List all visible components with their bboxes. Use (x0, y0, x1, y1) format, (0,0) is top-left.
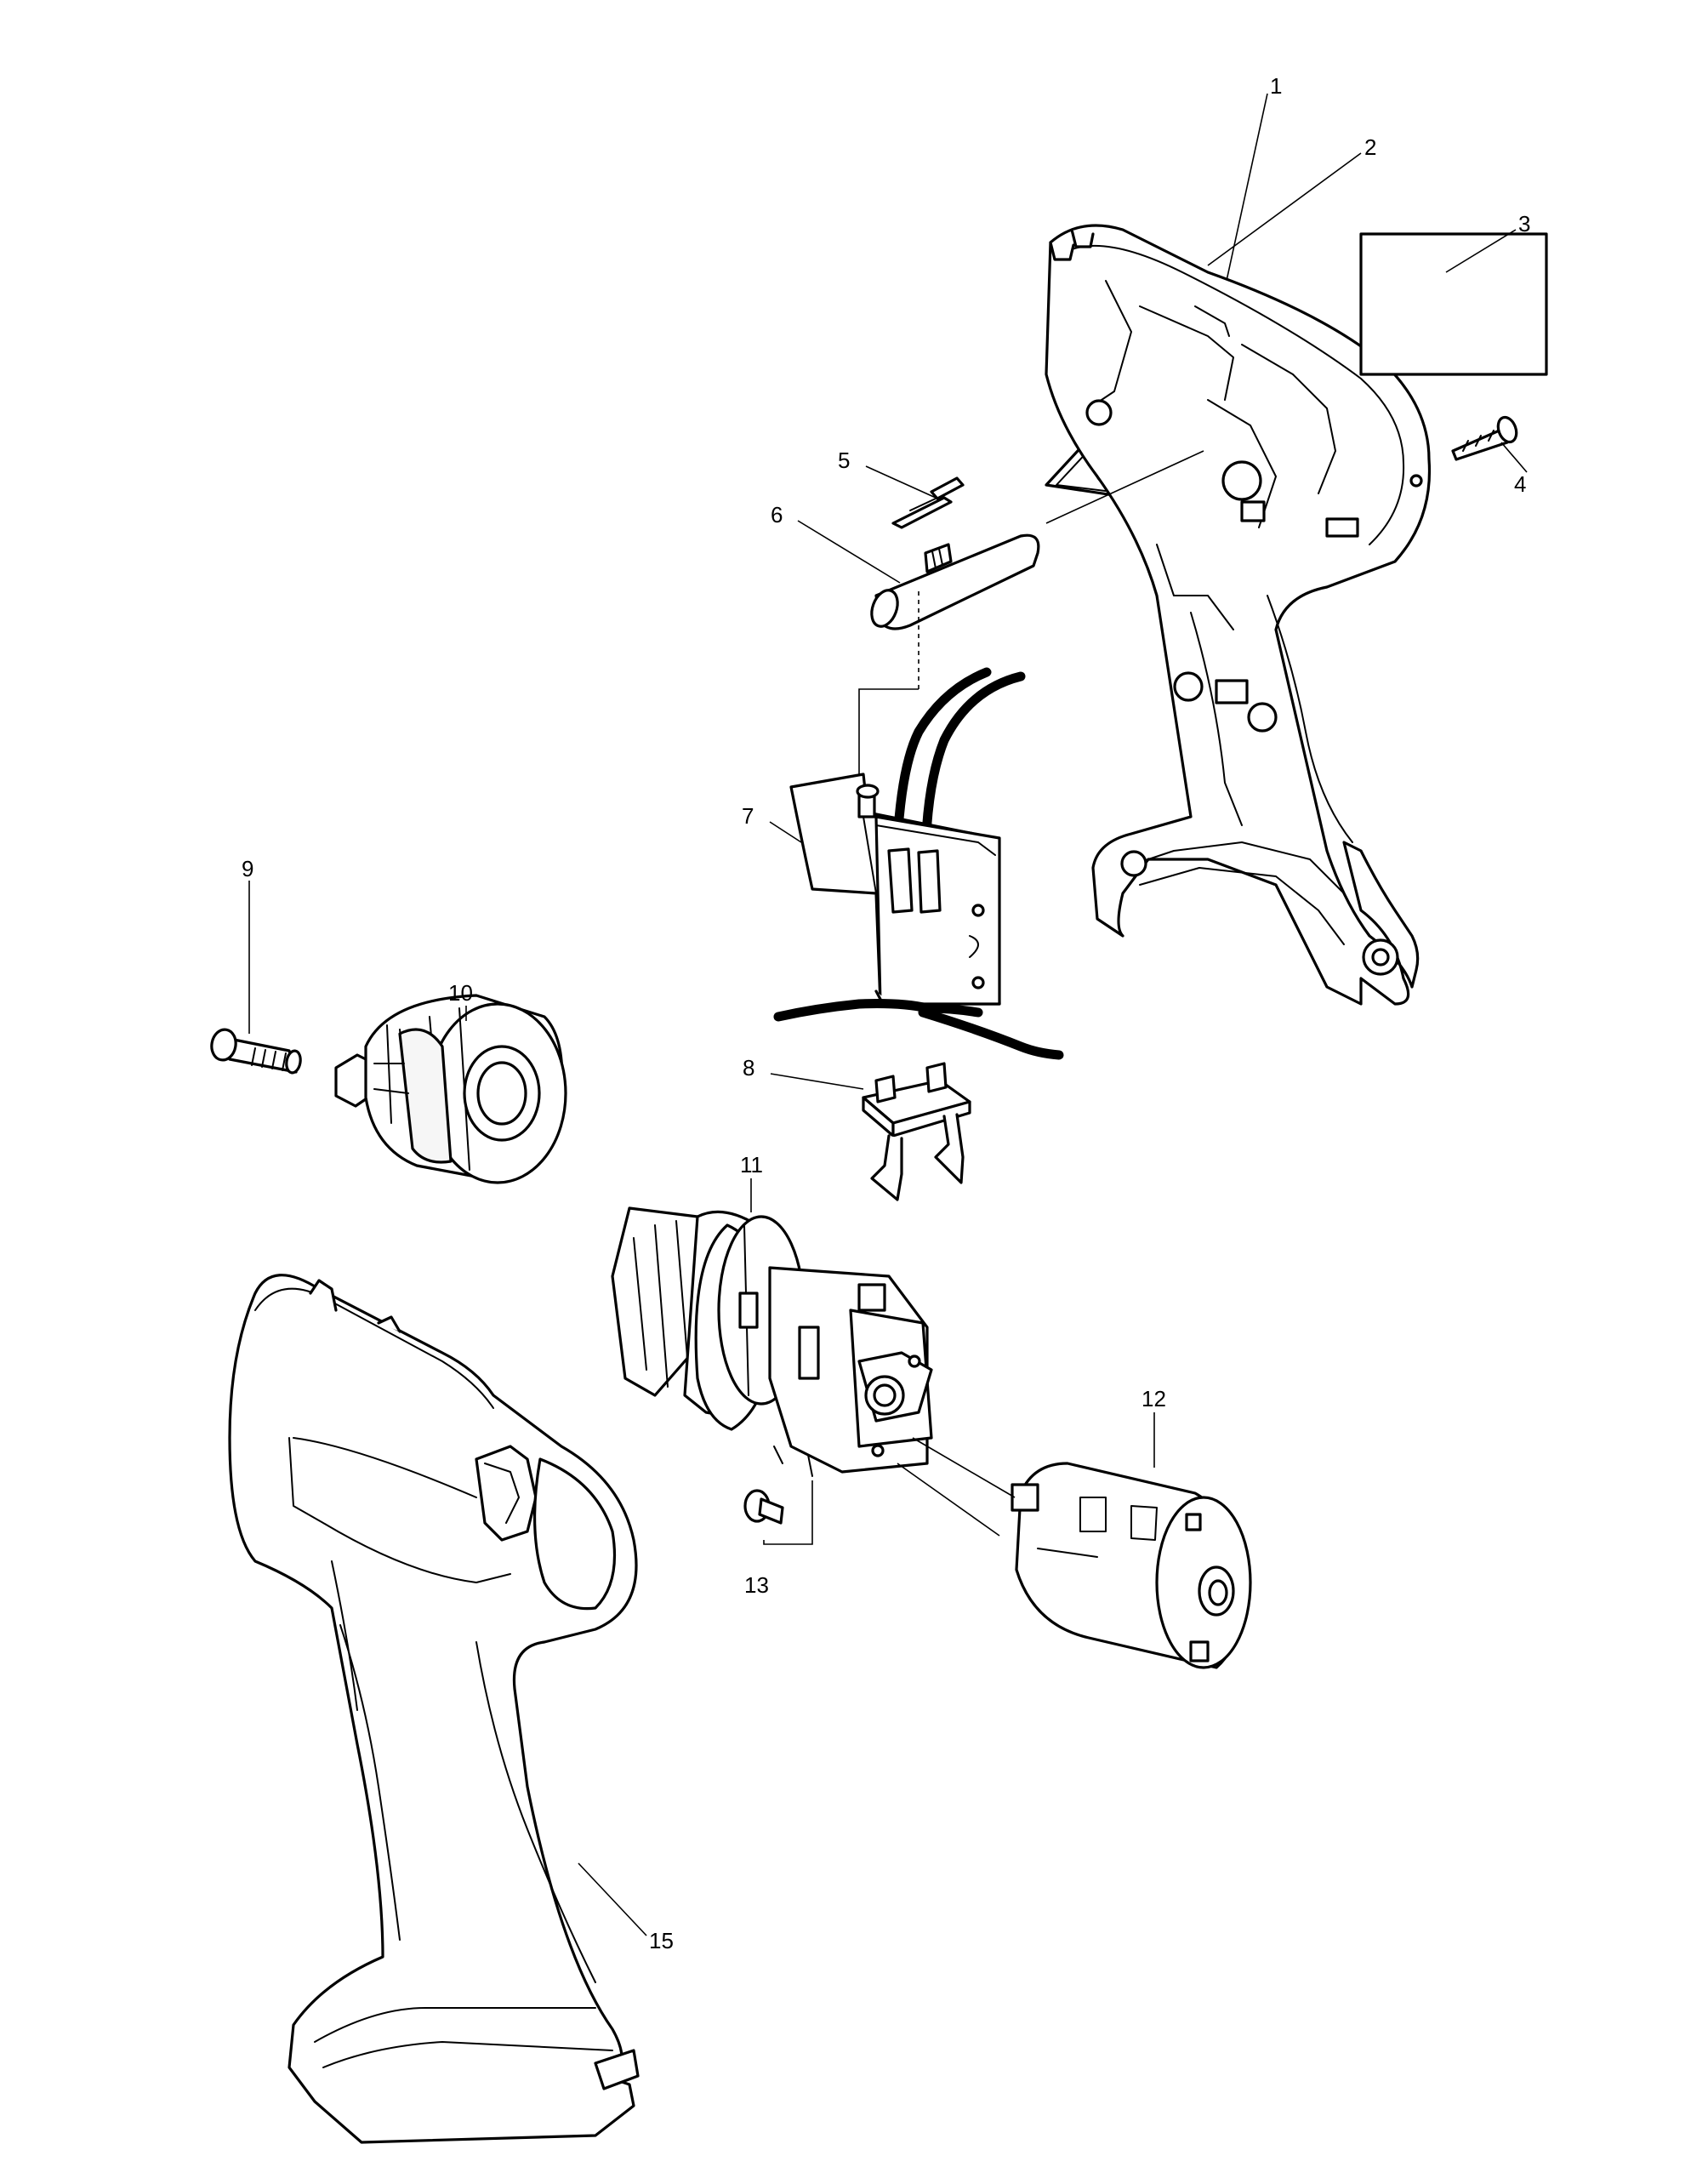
part-12-motor[interactable] (1011, 1462, 1252, 1669)
callout-label-2: 2 (1364, 134, 1376, 160)
callout-label-5: 5 (838, 448, 850, 473)
callout-label-13: 13 (744, 1572, 769, 1598)
callout-label-7: 7 (742, 803, 754, 829)
part-6-lever[interactable] (867, 533, 1040, 630)
callout-label-15: 15 (649, 1928, 674, 1953)
callout-label-12: 12 (1142, 1386, 1166, 1411)
part-3-label[interactable] (1359, 232, 1548, 376)
callout-label-3: 3 (1518, 211, 1530, 237)
part-15-housing[interactable] (228, 1274, 640, 2144)
part-9-screw[interactable] (209, 1028, 302, 1075)
callout-label-10: 10 (448, 980, 473, 1006)
part-10-chuck[interactable] (334, 994, 567, 1184)
callout-label-4: 4 (1514, 471, 1526, 497)
part-5-spring[interactable] (891, 476, 965, 529)
callout-label-9: 9 (242, 856, 253, 881)
callout-label-6: 6 (771, 502, 783, 527)
part-7-switch[interactable] (773, 667, 1064, 1060)
callout-label-8: 8 (743, 1055, 754, 1081)
part-13-screw[interactable] (743, 1489, 784, 1525)
part-2-housing-half[interactable] (1045, 224, 1432, 1006)
part-8-terminal[interactable] (862, 1062, 971, 1201)
part-11-gear-assembly[interactable] (611, 1206, 933, 1477)
callout-label-11: 11 (740, 1152, 763, 1178)
part-4-screw[interactable] (1451, 414, 1520, 461)
callout-label-1: 1 (1270, 73, 1282, 99)
